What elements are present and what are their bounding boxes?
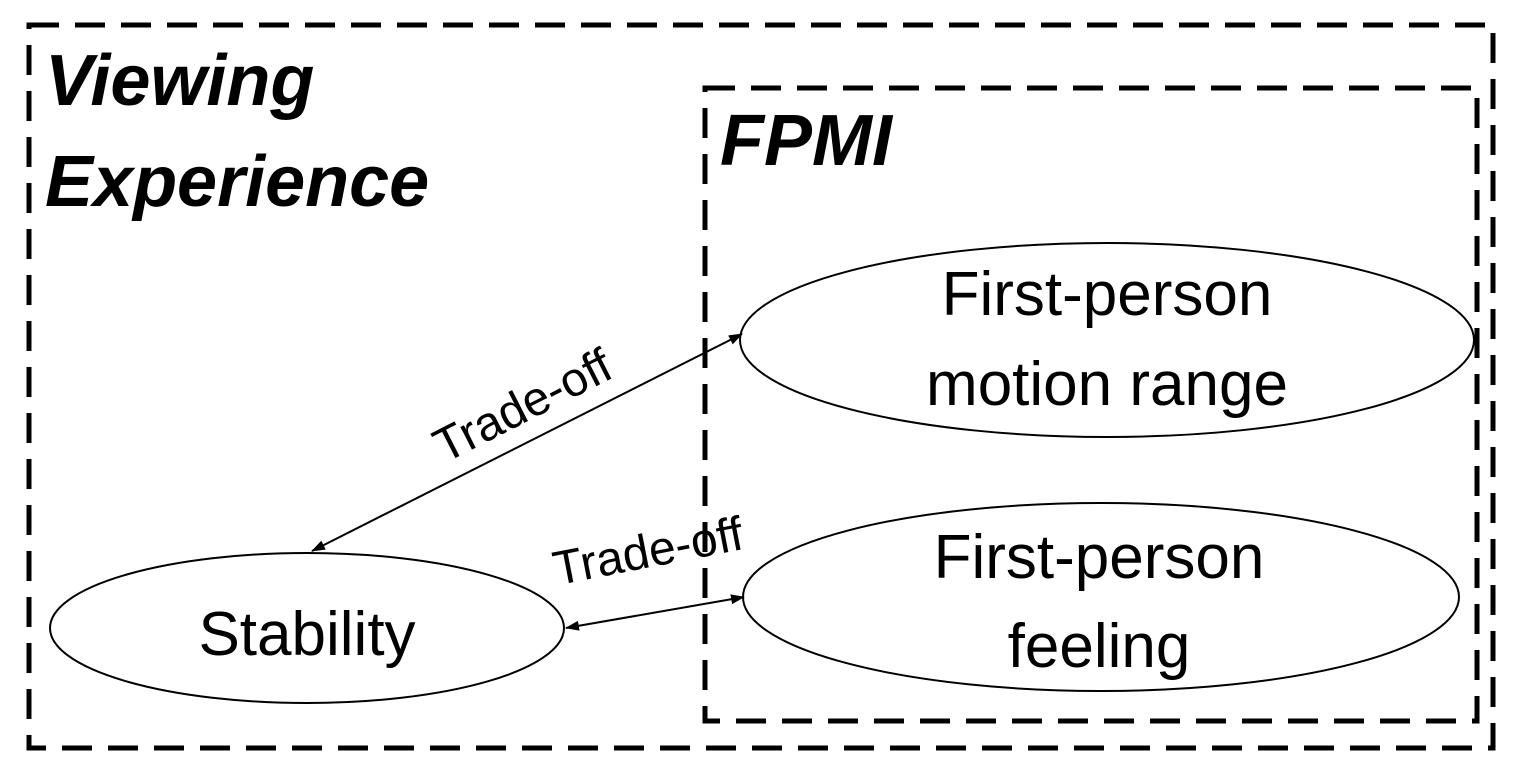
tradeoff-edge-feeling	[565, 594, 745, 631]
fpmi-title: FPMI	[720, 101, 894, 181]
viewing-experience-title-line1: Viewing	[45, 41, 314, 121]
tradeoff-label-feeling: Trade-off	[549, 507, 748, 596]
stability-label: Stability	[198, 600, 415, 669]
tradeoff-label-motion-range: Trade-off	[425, 339, 621, 474]
feeling-label-line2: feeling	[1008, 612, 1191, 681]
viewing-experience-group	[26, 22, 1496, 751]
motion-range-label-line2: motion range	[926, 350, 1288, 419]
stability-node	[49, 552, 565, 704]
tradeoff-edge-motion-range	[311, 333, 743, 552]
motion-range-label-line1: First-person	[942, 260, 1273, 329]
viewing-experience-title-line2: Experience	[45, 142, 429, 222]
feeling-label-line1: First-person	[934, 523, 1265, 592]
